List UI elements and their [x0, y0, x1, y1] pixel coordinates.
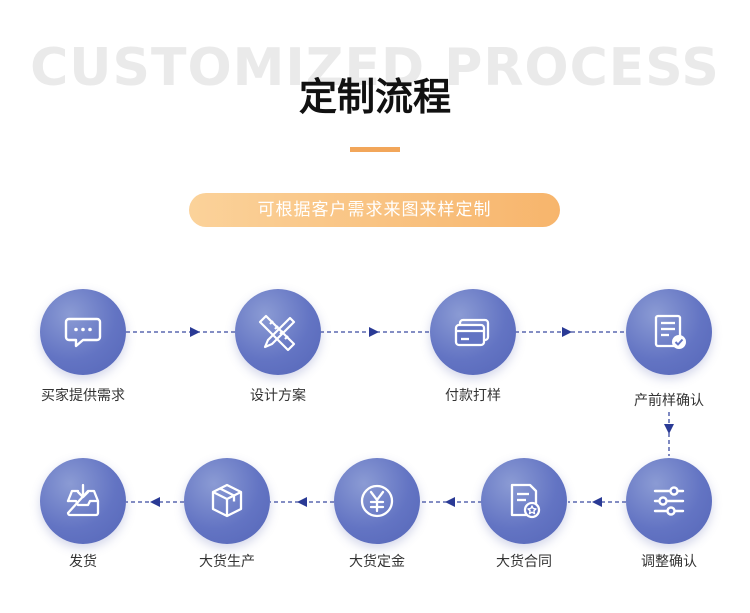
inbox-tray-icon	[66, 483, 100, 517]
arrow-head-8	[150, 497, 160, 507]
step-node-4	[626, 289, 712, 375]
step-label-5: 调整确认	[641, 554, 697, 570]
step-node-1	[40, 289, 126, 375]
step-node-3	[430, 289, 516, 375]
step-label-3: 付款打样	[445, 388, 501, 404]
step-label-7: 大货定金	[349, 554, 405, 570]
step-node-9	[40, 458, 126, 544]
checklist-icon	[654, 314, 686, 349]
step-node-5	[626, 458, 712, 544]
arrow-head-2	[369, 327, 379, 337]
arrow-head-4	[664, 424, 674, 434]
box-icon	[211, 483, 243, 518]
contract-icon	[510, 483, 541, 519]
subtitle-pill: 可根据客户需求来图来样定制	[189, 193, 560, 227]
arrow-head-3	[562, 327, 572, 337]
step-label-6: 大货合同	[496, 554, 552, 570]
step-node-6	[481, 458, 567, 544]
chat-bubble-icon	[64, 317, 102, 348]
step-label-1: 买家提供需求	[41, 388, 125, 404]
title-underline	[350, 147, 400, 152]
step-label-2: 设计方案	[250, 388, 306, 404]
background-title: CUSTOMIZED PROCESS	[30, 38, 720, 98]
step-node-2	[235, 289, 321, 375]
page-title: 定制流程	[298, 75, 451, 119]
step-node-8	[184, 458, 270, 544]
pencil-ruler-icon	[258, 314, 296, 352]
step-label-4: 产前样确认	[634, 393, 704, 409]
sliders-icon	[653, 486, 685, 516]
arrow-head-6	[445, 497, 455, 507]
step-label-9: 发货	[69, 554, 97, 570]
step-label-8: 大货生产	[199, 554, 255, 570]
arrow-head-1	[190, 327, 200, 337]
arrow-head-7	[297, 497, 307, 507]
yen-coin-icon	[360, 484, 394, 518]
credit-card-icon	[454, 318, 490, 347]
step-node-7	[334, 458, 420, 544]
arrow-head-5	[592, 497, 602, 507]
